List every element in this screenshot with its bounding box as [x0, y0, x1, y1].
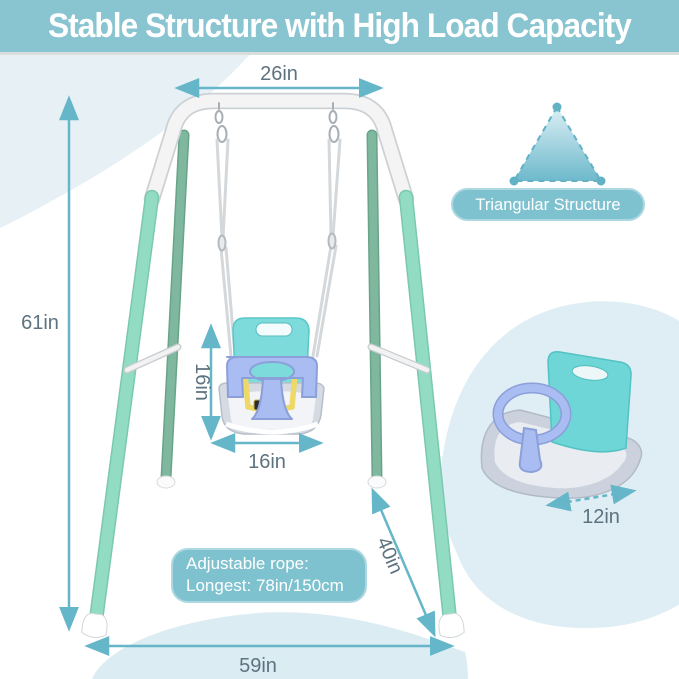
label-seat-back-height: 16in — [191, 363, 213, 401]
rope-note-line1: Adjustable rope: — [186, 554, 309, 573]
front-leg-right — [400, 191, 456, 626]
page-title: Stable Structure with High Load Capacity — [48, 6, 632, 45]
title-banner: Stable Structure with High Load Capacity — [0, 0, 679, 55]
seat-guard-post — [251, 378, 293, 420]
label-seat-width: 16in — [248, 451, 286, 473]
triangle-badge — [451, 188, 645, 221]
seat-handle-hole — [255, 322, 293, 337]
dimension-annotations: 26in 61in 16in 16in 40in 59in 12in — [21, 63, 637, 677]
rope-adjuster-left — [217, 234, 227, 252]
side-brace-right — [368, 344, 430, 373]
rear-foot-left — [156, 475, 176, 489]
label-frame-height: 61in — [21, 312, 59, 334]
triangle-icon — [513, 106, 602, 182]
triangle-structure-callout: Triangular Structure — [451, 102, 645, 221]
rope-adjuster-right — [327, 232, 337, 250]
seat-3d-illustration — [480, 350, 643, 499]
side-brace-left — [124, 344, 181, 373]
front-foot-left — [81, 612, 108, 638]
seat3d-backrest — [547, 350, 632, 453]
label-side-leg-span: 40in — [372, 534, 407, 577]
front-foot-right — [438, 612, 465, 638]
diagram-scene: Triangular Structure Adjustable rope: Lo… — [0, 55, 679, 679]
front-leg-left — [90, 191, 158, 626]
seat3d-handle-hole — [571, 365, 609, 381]
triangle-badge-label: Triangular Structure — [475, 196, 620, 214]
label-base-width: 59in — [239, 655, 277, 677]
blob-top-left — [0, 55, 250, 228]
seat-front-illustration — [218, 317, 325, 435]
swing-frame-illustration — [81, 92, 465, 638]
hook-right-icon — [328, 102, 340, 143]
seat3d-guard-post — [518, 426, 543, 474]
hook-left-icon — [214, 102, 228, 143]
rear-foot-right — [367, 475, 387, 489]
label-seat-depth: 12in — [582, 506, 620, 528]
top-bar — [145, 94, 413, 206]
seat-backrest — [232, 317, 310, 393]
arrow-side-leg-span — [371, 487, 436, 638]
rope-note-line2: Longest: 78in/150cm — [186, 576, 344, 595]
label-top-width: 26in — [260, 63, 298, 85]
rope-note-box: Adjustable rope: Longest: 78in/150cm — [171, 548, 367, 603]
